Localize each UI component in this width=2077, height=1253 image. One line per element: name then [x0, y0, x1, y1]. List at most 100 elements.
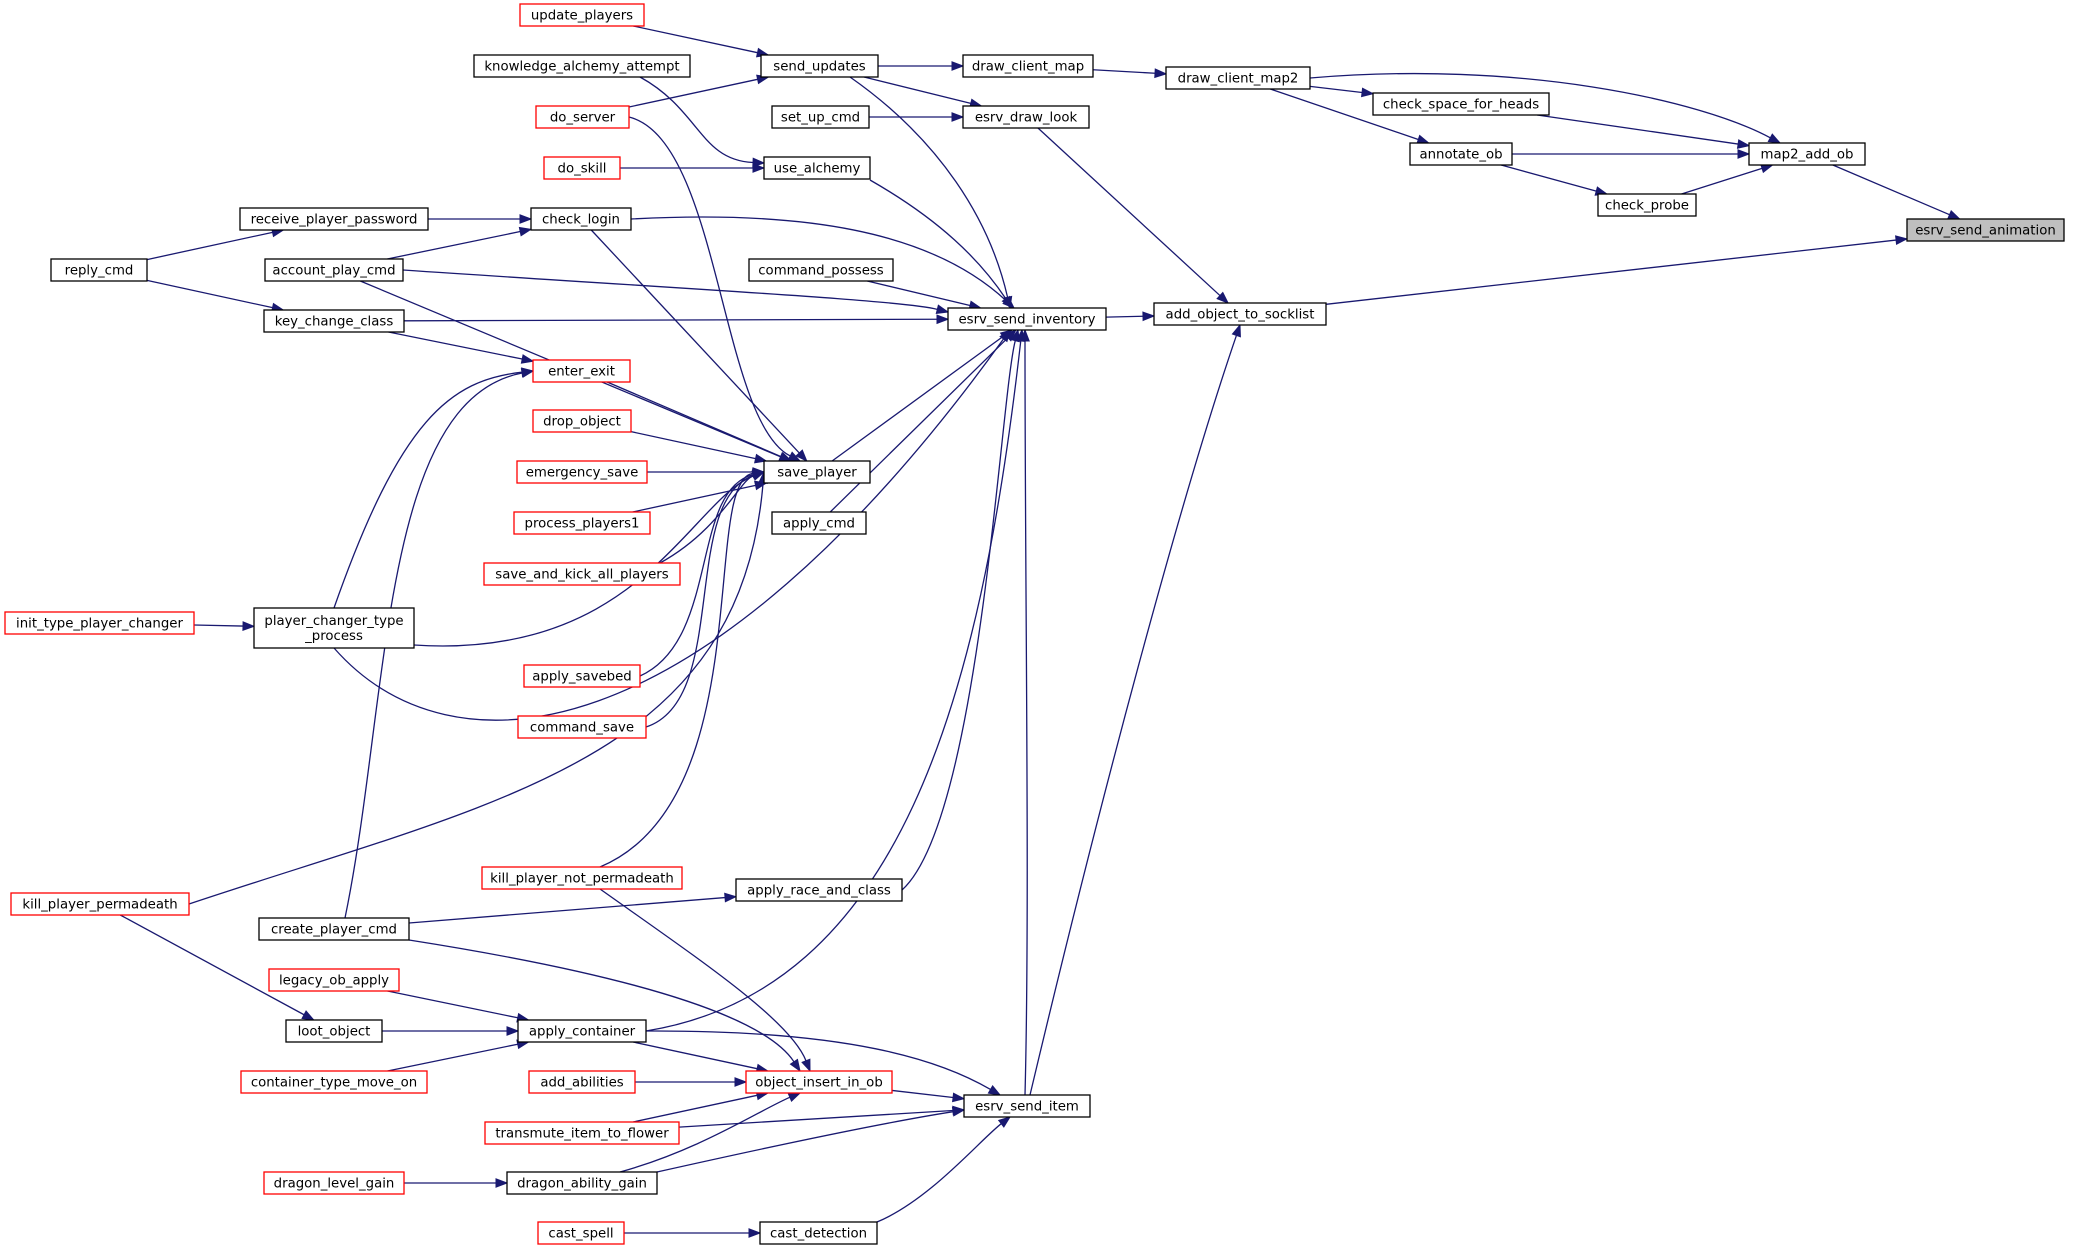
- node-send-updates[interactable]: send_updates: [760, 54, 879, 78]
- node-dragon-ability-gain[interactable]: dragon_ability_gain: [506, 1171, 658, 1195]
- node-esrv-send-inventory[interactable]: esrv_send_inventory: [947, 307, 1107, 331]
- node-check-login[interactable]: check_login: [530, 207, 632, 231]
- node-player-changer-type-process[interactable]: player_changer_type_process: [253, 607, 415, 649]
- node-kill-player-permadeath[interactable]: kill_player_permadeath: [10, 892, 190, 916]
- edge-cast-spell-to-cast-detection-arrowhead: [748, 1228, 762, 1238]
- node-account-play-cmd[interactable]: account_play_cmd: [264, 258, 404, 282]
- node-save-and-kick-all-players[interactable]: save_and_kick_all_players: [483, 562, 681, 586]
- node-object-insert-in-ob[interactable]: object_insert_in_ob: [745, 1070, 893, 1094]
- node-box: [506, 1171, 658, 1195]
- node-emergency-save[interactable]: emergency_save: [516, 460, 648, 484]
- node-label: account_play_cmd: [272, 264, 395, 279]
- node-use-alchemy[interactable]: use_alchemy: [763, 156, 871, 180]
- edge-account-play-cmd-to-esrv-send-inventory-line: [402, 269, 938, 310]
- node-command-possess[interactable]: command_possess: [748, 258, 894, 282]
- node-label: init_type_player_changer: [16, 617, 183, 632]
- edge-esrv-draw-look-to-add-object-to-socklist-line: [1037, 127, 1221, 297]
- edge-check-space-for-heads-to-map2-add-ob: [1537, 114, 1751, 149]
- edge-check-login-to-esrv-send-inventory: [630, 216, 1016, 309]
- node-box: [947, 307, 1107, 331]
- edge-dragon-ability-gain-to-esrv-send-item-arrowhead: [951, 1106, 966, 1117]
- node-key-change-class[interactable]: key_change_class: [263, 309, 405, 333]
- edge-check-space-for-heads-to-map2-add-ob-line: [1537, 114, 1739, 145]
- node-draw-client-map2[interactable]: draw_client_map2: [1165, 66, 1311, 90]
- node-cast-detection[interactable]: cast_detection: [759, 1221, 878, 1245]
- edge-create-player-cmd-to-apply-race-and-class: [408, 892, 738, 924]
- node-dragon-level-gain[interactable]: dragon_level_gain: [263, 1171, 405, 1195]
- node-box: [473, 54, 691, 78]
- node-kill-player-not-permadeath[interactable]: kill_player_not_permadeath: [481, 866, 683, 890]
- edge-loot-object-to-apply-container-arrowhead: [506, 1026, 520, 1036]
- edge-draw-client-map2-to-map2-add-ob-line: [1309, 72, 1771, 139]
- node-apply-cmd[interactable]: apply_cmd: [771, 511, 867, 535]
- node-check-probe[interactable]: check_probe: [1597, 193, 1697, 217]
- node-esrv-send-item[interactable]: esrv_send_item: [963, 1094, 1091, 1118]
- node-add-abilities[interactable]: add_abilities: [528, 1070, 636, 1094]
- node-drop-object[interactable]: drop_object: [532, 409, 632, 433]
- node-receive-player-password[interactable]: receive_player_password: [239, 207, 429, 231]
- node-draw-client-map[interactable]: draw_client_map: [962, 54, 1094, 78]
- node-box: [258, 917, 410, 941]
- node-knowledge-alchemy-attempt[interactable]: knowledge_alchemy_attempt: [473, 54, 691, 78]
- node-update-players[interactable]: update_players: [519, 3, 645, 27]
- edge-draw-client-map-to-draw-client-map2-arrowhead: [1154, 68, 1168, 79]
- node-cast-spell[interactable]: cast_spell: [537, 1221, 625, 1245]
- node-add-object-to-socklist[interactable]: add_object_to_socklist: [1153, 302, 1327, 326]
- node-label: container_type_move_on: [251, 1076, 417, 1091]
- edge-kill-player-not-permadeath-to-save-player: [599, 468, 766, 868]
- node-label: object_insert_in_ob: [755, 1076, 883, 1091]
- node-esrv-draw-look[interactable]: esrv_draw_look: [962, 105, 1090, 129]
- node-transmute-item-to-flower[interactable]: transmute_item_to_flower: [484, 1121, 680, 1145]
- node-do-server[interactable]: do_server: [535, 105, 630, 129]
- node-apply-race-and-class[interactable]: apply_race_and_class: [735, 878, 903, 902]
- node-container-type-move-on[interactable]: container_type_move_on: [240, 1070, 428, 1094]
- node-box: [963, 1094, 1091, 1118]
- node-box: [50, 258, 148, 282]
- node-loot-object[interactable]: loot_object: [285, 1019, 383, 1043]
- edge-esrv-send-item-to-add-object-to-socklist-arrowhead: [1231, 323, 1241, 338]
- edge-loot-object-to-apply-container: [382, 1026, 520, 1036]
- node-box: [513, 511, 651, 535]
- node-save-player[interactable]: save_player: [763, 460, 871, 484]
- node-init-type-player-changer[interactable]: init_type_player_changer: [4, 611, 195, 635]
- edge-kill-player-permadeath-to-loot-object-line: [119, 914, 305, 1016]
- node-enter-exit[interactable]: enter_exit: [532, 359, 631, 383]
- edge-create-player-cmd-to-apply-race-and-class-arrowhead: [724, 892, 738, 903]
- node-box: [1906, 218, 2065, 242]
- node-box: [253, 607, 415, 649]
- node-box: [1748, 142, 1866, 166]
- edge-dragon-ability-gain-to-esrv-send-item: [656, 1106, 966, 1173]
- node-box: [263, 1171, 405, 1195]
- node-box: [10, 892, 190, 916]
- edge-draw-client-map2-to-check-space-for-heads-line: [1309, 85, 1363, 94]
- node-process-players1[interactable]: process_players1: [513, 511, 651, 535]
- node-apply-savebed[interactable]: apply_savebed: [523, 664, 641, 688]
- node-command-save[interactable]: command_save: [517, 715, 647, 739]
- node-box: [268, 968, 400, 992]
- node-create-player-cmd[interactable]: create_player_cmd: [258, 917, 410, 941]
- node-set-up-cmd[interactable]: set_up_cmd: [771, 105, 870, 129]
- edge-player-changer-type-process-to-save-player-line: [413, 475, 754, 647]
- node-box: [771, 105, 870, 129]
- node-label: apply_race_and_class: [747, 884, 891, 899]
- node-legacy-ob-apply[interactable]: legacy_ob_apply: [268, 968, 400, 992]
- node-annotate-ob[interactable]: annotate_ob: [1409, 142, 1513, 166]
- edge-update-players-to-send-updates: [633, 25, 770, 58]
- node-reply-cmd[interactable]: reply_cmd: [50, 258, 148, 282]
- node-do-skill[interactable]: do_skill: [543, 156, 621, 180]
- node-apply-container[interactable]: apply_container: [517, 1019, 647, 1043]
- edge-account-play-cmd-to-check-login-line: [387, 230, 521, 260]
- node-check-space-for-heads[interactable]: check_space_for_heads: [1372, 92, 1550, 116]
- edge-save-player-to-esrv-send-inventory: [831, 329, 1014, 462]
- node-box: [748, 258, 894, 282]
- edge-legacy-ob-apply-to-apply-container-line: [387, 990, 518, 1019]
- edge-check-space-for-heads-to-map2-add-ob-arrowhead: [1736, 139, 1751, 149]
- edge-kill-player-not-permadeath-to-save-player-arrowhead: [751, 468, 766, 479]
- edge-create-player-cmd-to-enter-exit: [344, 368, 535, 919]
- node-map2-add-ob[interactable]: map2_add_ob: [1748, 142, 1866, 166]
- edge-send-updates-to-esrv-send-inventory-line: [849, 76, 1009, 298]
- node-esrv-send-animation[interactable]: esrv_send_animation: [1906, 218, 2065, 242]
- node-box: [962, 54, 1094, 78]
- edge-drop-object-to-save-player-line: [630, 430, 756, 460]
- edge-apply-race-and-class-to-esrv-send-inventory-line: [901, 340, 1016, 891]
